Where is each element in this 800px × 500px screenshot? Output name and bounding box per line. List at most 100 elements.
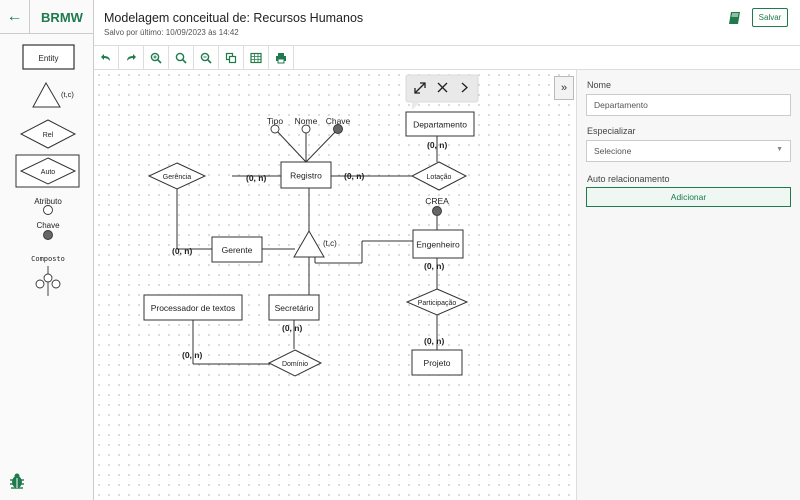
- connector-lines: [176, 128, 438, 365]
- cardinality-processador-dominio: (0, n): [182, 350, 202, 360]
- cardinality-gerencia-registro: (0, n): [246, 173, 266, 183]
- attribute-crea-label: CREA: [425, 196, 449, 206]
- brand-bar: ← BRMW: [0, 0, 94, 34]
- save-button[interactable]: Salvar: [752, 8, 788, 27]
- name-input[interactable]: Departamento: [586, 94, 791, 116]
- palette-attribute-label: Atributo: [34, 197, 62, 206]
- entity-departamento[interactable]: Departamento: [405, 111, 475, 137]
- specialization-label: (t,c): [323, 239, 337, 248]
- cardinality-registro-lotacao: (0, n): [344, 171, 364, 181]
- zoom-in-button[interactable]: [144, 46, 169, 69]
- palette-rel-label: Rel: [43, 132, 54, 139]
- specialization-triangle[interactable]: (t,c): [293, 229, 337, 258]
- entity-processador-de-textos[interactable]: Processador de textos: [143, 294, 243, 321]
- palette-entity-label: Entity: [38, 54, 58, 63]
- relationship-lotacao-label: Lotação: [427, 174, 452, 181]
- attribute-nome[interactable]: Nome: [295, 116, 318, 134]
- attribute-nome-label: Nome: [295, 116, 318, 126]
- toolbar: [94, 46, 800, 70]
- zoom-reset-button[interactable]: [169, 46, 194, 69]
- expand-icon[interactable]: [414, 82, 426, 94]
- copy-button[interactable]: [219, 46, 244, 69]
- entity-projeto[interactable]: Projeto: [411, 349, 463, 376]
- palette-auto-relationship[interactable]: Auto: [15, 154, 80, 188]
- table-icon: [250, 52, 262, 63]
- delete-icon[interactable]: [437, 82, 448, 93]
- chevron-down-icon: ▼: [776, 146, 783, 153]
- entity-gerente[interactable]: Gerente: [211, 236, 263, 263]
- entity-departamento-label: Departamento: [413, 120, 467, 130]
- last-saved-text: Salvo por último: 10/09/2023 às 14:42: [104, 28, 239, 37]
- print-icon: [276, 52, 286, 63]
- header-bar: Modelagem conceitual de: Recursos Humano…: [94, 0, 800, 46]
- cardinality-gerente-gerencia: (0, n): [172, 246, 192, 256]
- relationship-participacao-label: Participação: [418, 300, 457, 307]
- cardinality-projeto-participacao: (0, n): [424, 336, 444, 346]
- element-palette: ← BRMW Entity (t,c) Rel Auto Atribu: [0, 0, 94, 500]
- zoom-in-icon: [150, 52, 162, 64]
- entity-registro-label: Registro: [290, 171, 322, 181]
- palette-spec-label: (t,c): [61, 90, 74, 99]
- attribute-chave-label: Chave: [326, 116, 351, 126]
- palette-composite-attribute[interactable]: Composto: [31, 255, 65, 296]
- palette-composite-label: Composto: [31, 255, 65, 263]
- attribute-crea[interactable]: CREA: [425, 196, 449, 216]
- relationship-gerencia-label: Gerência: [163, 174, 192, 181]
- relationship-lotacao[interactable]: Lotação: [410, 161, 468, 191]
- palette-key-label: Chave: [36, 221, 60, 230]
- diagram-canvas[interactable]: Tipo Nome Chave CREA Departamento: [94, 70, 576, 500]
- properties-panel: Nome Departamento Especializar Selecione…: [576, 70, 800, 500]
- cardinality-secretario-dominio: (0, n): [282, 323, 302, 333]
- page-title: Modelagem conceitual de: Recursos Humano…: [104, 11, 364, 25]
- entity-engenheiro[interactable]: Engenheiro: [412, 229, 464, 259]
- entity-processador-label: Processador de textos: [151, 303, 236, 313]
- cardinality-engenheiro-participacao: (0, n): [424, 261, 444, 271]
- entity-gerente-label: Gerente: [222, 245, 253, 255]
- cardinality-departamento-lotacao: (0, n): [427, 140, 447, 150]
- relationship-dominio-label: Domínio: [282, 361, 308, 368]
- redo-button[interactable]: [119, 46, 144, 69]
- palette-entity[interactable]: Entity: [22, 44, 75, 70]
- table-button[interactable]: [244, 46, 269, 69]
- entity-projeto-label: Projeto: [424, 358, 451, 368]
- entity-registro[interactable]: Registro: [280, 161, 332, 189]
- element-action-popup: [405, 74, 479, 110]
- er-diagram: Tipo Nome Chave CREA Departamento: [143, 74, 479, 377]
- zoom-reset-icon: [175, 52, 187, 64]
- entity-secretario[interactable]: Secretário: [268, 294, 320, 321]
- entity-secretario-label: Secretário: [275, 303, 314, 313]
- book-icon[interactable]: [727, 10, 743, 26]
- entity-engenheiro-label: Engenheiro: [416, 240, 460, 250]
- undo-icon: [101, 53, 110, 61]
- relationship-participacao[interactable]: Participação: [405, 288, 469, 316]
- palette-auto-label: Auto: [41, 169, 56, 176]
- chevron-right-icon[interactable]: [461, 82, 468, 93]
- palette-relationship[interactable]: Rel: [19, 119, 77, 149]
- relationship-dominio[interactable]: Domínio: [267, 349, 323, 377]
- redo-icon: [127, 53, 136, 61]
- add-button[interactable]: Adicionar: [586, 187, 791, 207]
- copy-icon: [225, 52, 237, 63]
- collapse-panel-button[interactable]: »: [554, 76, 574, 100]
- zoom-out-icon: [200, 52, 212, 64]
- cardinality-labels: (0, n) (0, n) (0, n) (0, n) (0, n) (0, n…: [172, 140, 447, 360]
- name-label: Nome: [587, 80, 612, 90]
- attribute-chave[interactable]: Chave: [326, 116, 351, 134]
- palette-specialization[interactable]: (t,c): [32, 81, 74, 108]
- zoom-out-button[interactable]: [194, 46, 219, 69]
- app-logo-text: BRMW: [41, 9, 83, 25]
- back-arrow-icon[interactable]: ←: [0, 0, 30, 34]
- undo-button[interactable]: [94, 46, 119, 69]
- bug-icon[interactable]: [8, 472, 26, 490]
- specialize-value: Selecione: [594, 146, 632, 156]
- palette-attribute[interactable]: Atributo: [34, 197, 62, 215]
- specialize-label: Especializar: [587, 126, 636, 136]
- attribute-tipo[interactable]: Tipo: [267, 116, 283, 134]
- print-button[interactable]: [269, 46, 294, 69]
- attribute-tipo-label: Tipo: [267, 116, 283, 126]
- palette-key-attribute[interactable]: Chave: [36, 221, 60, 240]
- specialize-select[interactable]: Selecione ▼: [586, 140, 791, 162]
- relationship-gerencia[interactable]: Gerência: [147, 162, 207, 190]
- auto-relationship-label: Auto relacionamento: [587, 174, 670, 184]
